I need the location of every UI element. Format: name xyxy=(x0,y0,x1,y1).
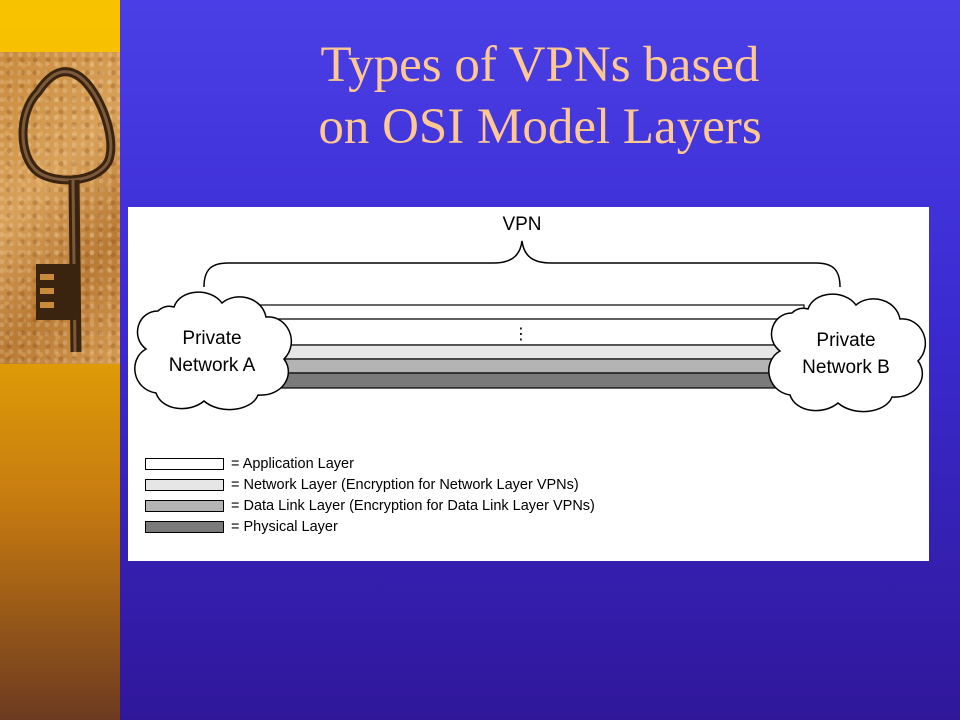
title-line-2: on OSI Model Layers xyxy=(318,99,762,155)
slide-title: Types of VPNs based on OSI Model Layers xyxy=(200,34,880,158)
layer-bar-physical xyxy=(247,372,805,389)
legend-swatch xyxy=(145,500,224,512)
vpn-diagram: VPN ⋮ Private Network A Private Network … xyxy=(128,207,929,561)
legend-row: = Physical Layer xyxy=(145,518,845,539)
layer-ellipsis: ⋮ xyxy=(513,324,529,343)
legend-swatch xyxy=(145,521,224,533)
legend-label: = Application Layer xyxy=(231,456,354,472)
layer-bars xyxy=(247,304,805,389)
layer-bar-application xyxy=(247,304,805,346)
legend-label: = Network Layer (Encryption for Network … xyxy=(231,477,579,493)
layer-legend: = Application Layer = Network Layer (Encr… xyxy=(145,455,845,539)
legend-row: = Application Layer xyxy=(145,455,845,476)
network-a-line2: Network A xyxy=(169,355,256,376)
cloud-network-a xyxy=(134,291,293,411)
layer-bar-network xyxy=(247,344,805,360)
legend-row: = Network Layer (Encryption for Network … xyxy=(145,476,845,497)
legend-row: = Data Link Layer (Encryption for Data L… xyxy=(145,497,845,518)
legend-label: = Data Link Layer (Encryption for Data L… xyxy=(231,498,595,514)
cloud-network-b xyxy=(768,293,927,413)
vpn-brace xyxy=(203,240,841,288)
network-a-line1: Private xyxy=(182,328,241,349)
vpn-label: VPN xyxy=(502,214,541,235)
layer-bar-data-link xyxy=(247,358,805,374)
title-line-1: Types of VPNs based xyxy=(320,37,760,93)
network-b-line2: Network B xyxy=(802,357,890,378)
network-b-line1: Private xyxy=(816,330,875,351)
legend-swatch xyxy=(145,479,224,491)
legend-swatch xyxy=(145,458,224,470)
key-icon xyxy=(18,67,116,353)
key-photo xyxy=(0,52,120,364)
legend-label: = Physical Layer xyxy=(231,519,338,535)
vpn-diagram-svg: VPN ⋮ Private Network A Private Network … xyxy=(134,214,927,413)
